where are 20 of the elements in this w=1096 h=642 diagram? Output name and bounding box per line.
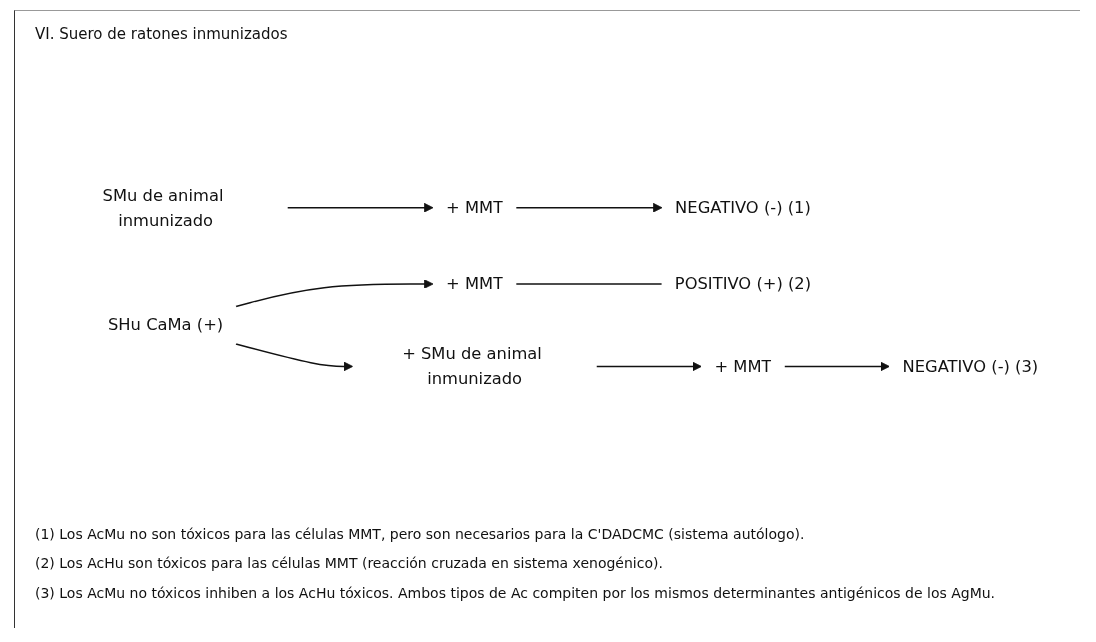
footnote: (3) Los AcMu no tóxicos inhiben a los AcHu tóxicos. Ambos tipos de Ac compiten por los mismos determinantes antigénicos de los AgMu.	[35, 584, 997, 602]
arrow	[515, 203, 663, 213]
arrow	[235, 279, 434, 308]
node-text: SMu de animal inmunizado	[102, 185, 224, 230]
diagram-title: VI. Suero de ratones inmunizados	[35, 25, 288, 43]
node-text: + MMT	[714, 356, 772, 377]
arrow	[235, 343, 354, 372]
footnote: (2) Los AcHu son tóxicos para las células MMT (reacción cruzada en sistema xenogénico).	[35, 555, 664, 573]
node-text: + SMu de animal inmunizado	[402, 344, 542, 389]
node-text: + MMT	[446, 197, 504, 218]
arrow	[783, 361, 890, 372]
footnote: (1) Los AcMu no son tóxicos para las células MMT, pero son necesarios para la C'DADCMC (sistema autólogo).	[35, 525, 806, 543]
node-text: SHu CaMa (+)	[107, 315, 224, 335]
node-text: NEGATIVO (-) (3)	[902, 356, 1039, 377]
node-text: + MMT	[446, 274, 504, 294]
node-text: POSITIVO (+) (2)	[674, 274, 812, 294]
arrow	[595, 361, 702, 372]
arrow	[286, 203, 434, 213]
node-text: NEGATIVO (-) (1)	[675, 197, 811, 218]
connector	[515, 283, 663, 285]
